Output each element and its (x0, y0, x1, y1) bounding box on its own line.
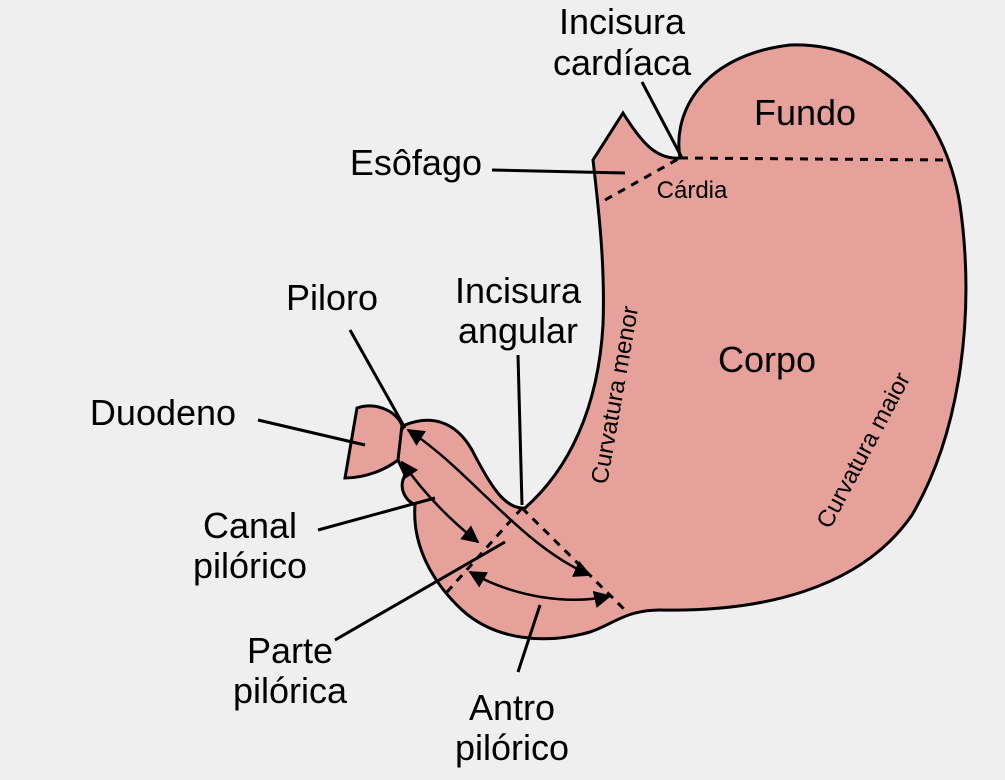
fundo-label: Fundo (754, 92, 856, 133)
incisura-angular-leader (516, 354, 524, 506)
piloro-label: Piloro (286, 277, 378, 318)
duodeno-leader (257, 418, 366, 447)
esofago-leader (491, 168, 626, 175)
canal-pilorico-label-line1: Canal (203, 505, 297, 546)
incisura-angular-label-line1: Incisura (455, 270, 582, 311)
parte-pilorica-leader (334, 540, 506, 642)
esofago-label: Esôfago (350, 142, 482, 183)
incisura-cardiaca-leader (640, 81, 684, 159)
incisura-cardiaca-label-line2: cardíaca (553, 42, 692, 83)
corpo-label: Corpo (718, 339, 816, 380)
stomach-body (391, 43, 968, 641)
incisura-cardiaca-label-line1: Incisura (559, 1, 686, 42)
duodenum-stub (343, 404, 404, 480)
incisura-angular-label-line2: angular (458, 310, 578, 351)
parte-pilorica-label-line2: pilórica (233, 670, 348, 711)
pyloric-part-arrow (406, 428, 592, 577)
antro-pilorico-label-line1: Antro (469, 687, 555, 728)
canal-pilorico-label-line2: pilórico (193, 545, 307, 586)
pyloric-antrum-arrow (468, 570, 612, 608)
piloro-leader (348, 329, 407, 429)
duodeno-label: Duodeno (90, 392, 236, 433)
antro-pilorico-label-line2: pilórico (455, 727, 569, 768)
parte-pilorica-label-line1: Parte (247, 630, 333, 671)
cardia-label: Cárdia (657, 177, 728, 204)
antro-pilorico-leader (516, 604, 542, 673)
canal-pilorico-leader (317, 496, 436, 532)
